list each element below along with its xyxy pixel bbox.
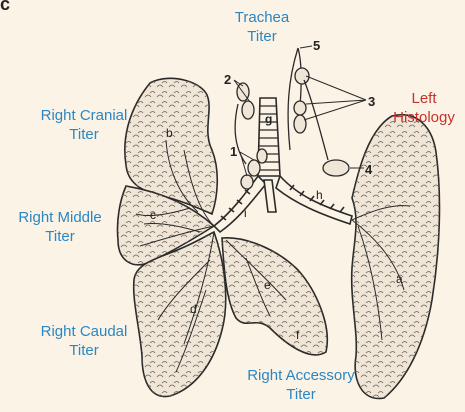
right-cranial-titer-label: Right Cranial Titer (28, 106, 140, 144)
trachea-titer-label: Trachea Titer (222, 8, 302, 46)
callout-4: 4 (365, 160, 372, 179)
callout-3: 3 (368, 92, 375, 111)
callout-1: 1 (230, 142, 237, 161)
right-accessory-titer-label: Right Accessory Titer (232, 366, 370, 404)
callout-2: 2 (224, 70, 231, 89)
bronchi (214, 176, 352, 232)
lobe-letter-c: c (150, 206, 156, 225)
callout-5: 5 (313, 36, 320, 55)
right-middle-titer-label: Right Middle Titer (4, 208, 116, 246)
lobe-letter-b: b (166, 124, 173, 143)
left-histology-label: Left Histology (384, 89, 464, 127)
node-4 (323, 160, 349, 176)
lobe-letter-e: e (264, 276, 271, 295)
lobe-letter-f: f (296, 326, 299, 345)
panel-letter: c (0, 0, 10, 15)
lobe-letter-h: h (316, 186, 323, 205)
lobe-letter-g: g (265, 110, 272, 129)
right-caudal-titer-label: Right Caudal Titer (28, 322, 140, 360)
lobe-letter-d: d (190, 300, 197, 319)
lobe-letter-i: i (244, 204, 247, 223)
lobe-letter-a: a (396, 270, 403, 289)
